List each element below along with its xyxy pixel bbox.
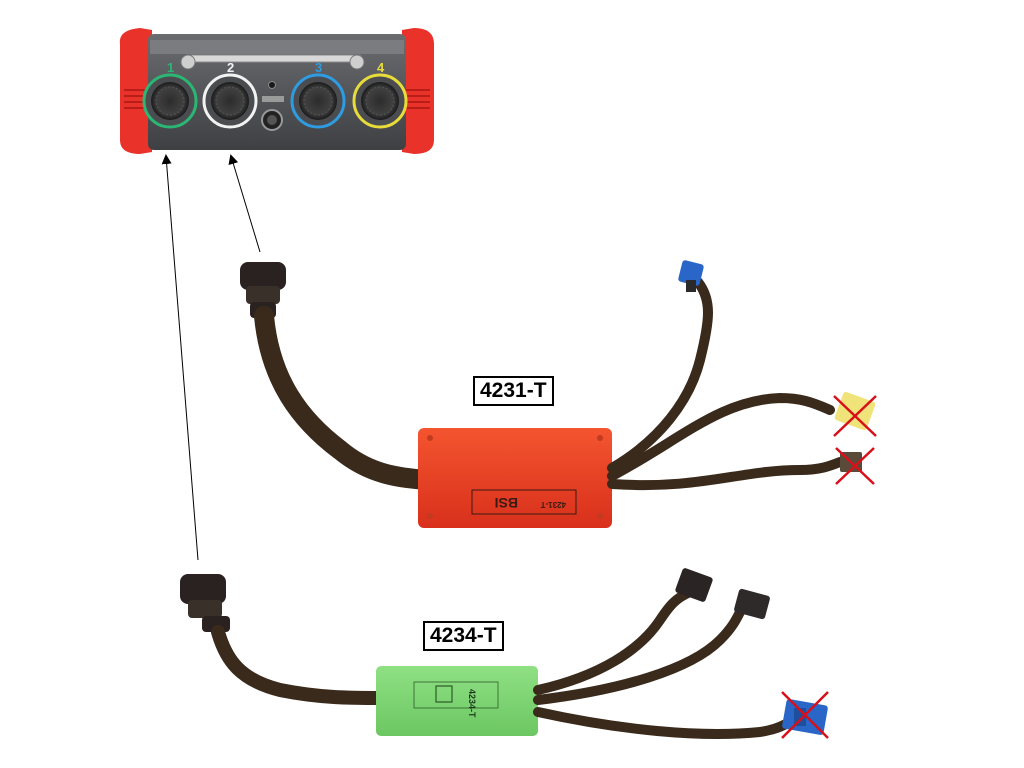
usb-port-icon	[262, 96, 284, 102]
device-port-2: 2	[202, 60, 258, 129]
cross-mark-2	[835, 447, 875, 485]
red-box-text: BSI	[495, 495, 518, 511]
braid-4234-b	[533, 607, 745, 705]
braid-4231-a	[607, 277, 713, 473]
device-port-number-2: 2	[227, 60, 234, 75]
green-box-code: 4234-T	[467, 689, 477, 718]
blue-connector-4231	[678, 260, 704, 292]
device-port-number-3: 3	[315, 60, 322, 75]
cross-mark-1	[833, 395, 877, 437]
green-box: 4234-T	[376, 666, 538, 736]
red-box-code: 4231-T	[541, 500, 566, 509]
status-led	[268, 81, 276, 89]
round-connector-4234	[180, 574, 230, 632]
arrow-to-port-2	[228, 154, 261, 253]
braid-4234-a	[533, 587, 695, 695]
device-port-4: 4	[352, 60, 408, 129]
device-handle	[185, 54, 363, 63]
device-port-number-4: 4	[377, 60, 385, 75]
black-connector-4234-b	[734, 588, 770, 620]
braid-4231-c	[607, 457, 845, 491]
device-port-1: 1	[142, 60, 198, 129]
braid-main-4231	[254, 306, 438, 490]
device-port-number-1: 1	[167, 60, 174, 75]
red-box: BSI 4231-T	[418, 428, 612, 528]
yellow-connector-4231	[834, 391, 876, 431]
arrow-to-port-1	[161, 154, 199, 561]
cable-label-4234-t: 4234-T	[423, 621, 504, 651]
braid-main-4234	[211, 625, 389, 705]
braid-4234-c	[533, 707, 791, 739]
device-port-3: 3	[290, 60, 346, 129]
cable-label-4231-t: 4231-T	[473, 376, 554, 406]
cross-mark-3	[781, 691, 829, 739]
device: 1 2 3 4	[119, 28, 434, 154]
braid-4231-b	[607, 392, 835, 481]
black-connector-4234-a	[675, 568, 713, 602]
cable-4231: BSI 4231-T	[240, 260, 877, 528]
cable-4234: 4234-T	[180, 568, 829, 739]
